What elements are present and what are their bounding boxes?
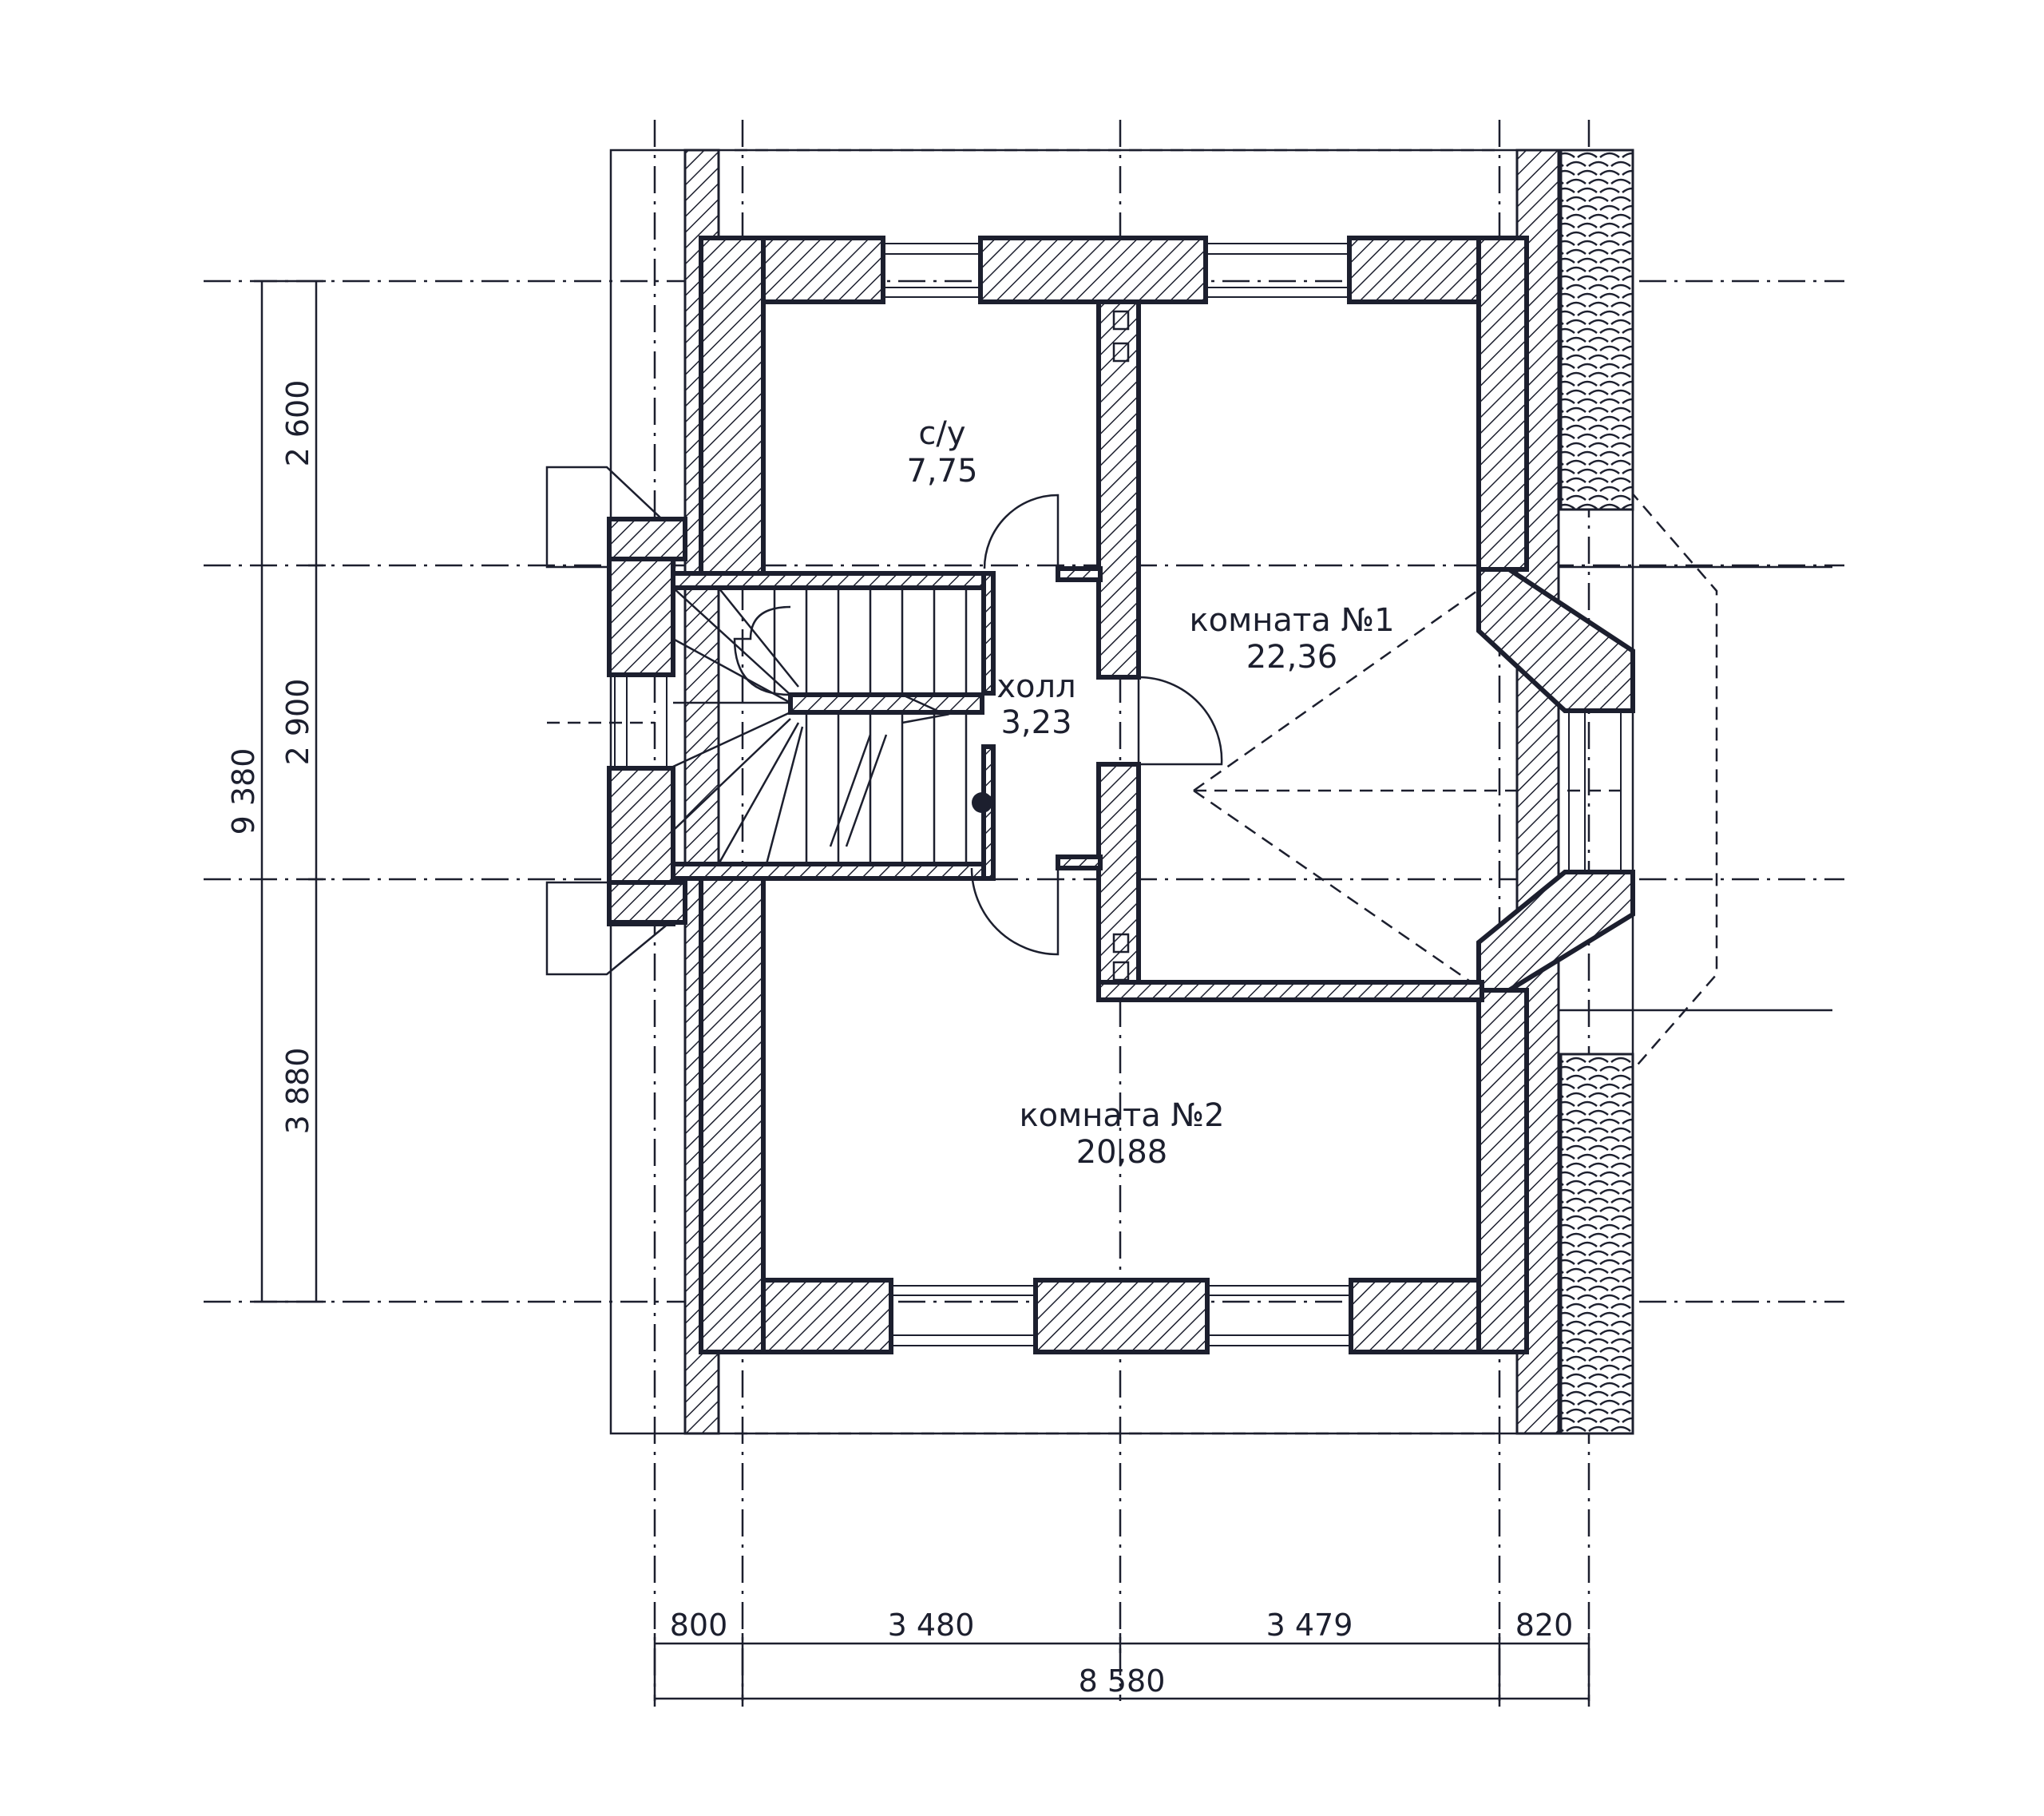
bottom-dimensions: 800 3 480 3 479 820 8 580: [653, 1608, 1590, 1707]
dim-left-3: 3 880: [280, 1048, 315, 1135]
dim-left-2: 2 900: [280, 679, 315, 766]
room-area-hall: 3,23: [1000, 704, 1072, 741]
windows: [614, 243, 1634, 1346]
dim-bottom-2: 3 480: [888, 1608, 975, 1643]
dim-left-1: 2 600: [280, 380, 315, 467]
doors: [970, 310, 1223, 981]
dim-bottom-4: 820: [1515, 1608, 1574, 1643]
room-name-room-1: комната №1: [1189, 602, 1394, 639]
room-name-bathroom: с/у: [918, 415, 965, 452]
dim-bottom-total: 8 580: [1079, 1663, 1166, 1699]
dim-bottom-1: 800: [670, 1608, 728, 1643]
dim-left-total: 9 380: [226, 748, 261, 835]
left-dimensions: 9 380 2 600 2 900 3 880: [226, 280, 326, 1303]
room-name-room-2: комната №2: [1019, 1097, 1224, 1134]
room-labels: с/у 7,75 холл 3,23 комната №1 22,36 комн…: [906, 415, 1394, 1171]
staircase: [672, 586, 992, 866]
room-area-bathroom: 7,75: [906, 453, 977, 490]
room-area-room-2: 20,88: [1076, 1134, 1168, 1171]
dim-bottom-3: 3 479: [1266, 1608, 1353, 1643]
room-area-room-1: 22,36: [1246, 639, 1338, 676]
walls: [607, 236, 1635, 1354]
room-name-hall: холл: [996, 668, 1075, 705]
